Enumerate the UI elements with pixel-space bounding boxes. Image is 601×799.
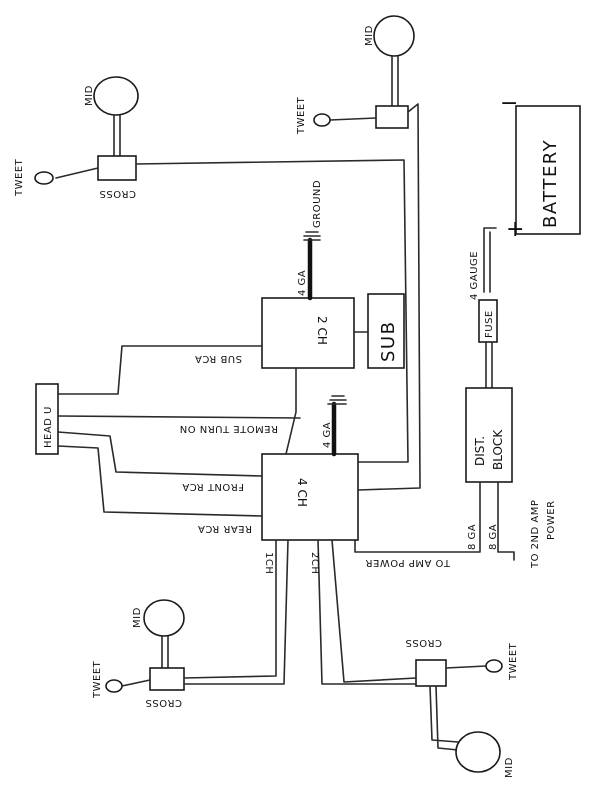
top-right-mid-lead [391, 55, 399, 107]
bottom-left-cross-label: CROSS [145, 697, 182, 708]
sub-label: SUB [378, 321, 399, 362]
bottom-left-mid-label: MID [132, 607, 143, 628]
sub-rca-wire [57, 345, 263, 395]
two-channel-amp [261, 297, 355, 369]
ch1-label: 1CH [263, 552, 274, 574]
dist-block-label-2: BLOCK [491, 429, 505, 470]
front-right-speaker-wire [357, 103, 421, 491]
bottom-left-mid-lead [161, 635, 169, 669]
top-right-crossover [375, 105, 409, 129]
top-left-tweeter [34, 171, 54, 185]
battery-negative-sign: − [500, 91, 518, 116]
distribution-block [465, 387, 513, 483]
bottom-right-cross-label: CROSS [405, 637, 442, 648]
remote-turn-on-wire [57, 415, 301, 419]
bottom-left-tweeter-lead [121, 679, 151, 687]
to-second-amp-label-2: POWER [546, 500, 557, 540]
front-rca-wire [57, 431, 263, 477]
two-channel-amp-label: 2 CH [315, 316, 329, 345]
bottom-right-mid-label: MID [504, 757, 515, 778]
eight-ga-label-a: 8 GA [467, 524, 478, 550]
bottom-right-mid-speaker [455, 731, 501, 773]
rear-rca-label: REAR RCA [197, 523, 252, 534]
bottom-right-tweeter [485, 659, 503, 673]
sub-box [367, 293, 405, 369]
top-left-tweet-label: TWEET [14, 158, 25, 197]
second-amp-power-wire [497, 481, 515, 561]
rear-left-speaker-wire [183, 539, 277, 679]
remote-turn-on-label: REMOTE TURN ON [179, 423, 278, 434]
rear-rca-wire [57, 445, 263, 517]
top-left-tweeter-lead [55, 167, 99, 179]
bottom-left-crossover [149, 667, 185, 691]
ground-label: GROUND [312, 180, 323, 228]
top-right-mid-label: MID [364, 25, 375, 46]
four-ch-ground-symbol [327, 395, 347, 405]
four-gauge-label: 4 GAUGE [469, 251, 480, 300]
top-right-mid-speaker [373, 15, 415, 57]
rear-left-speaker-wire-2 [183, 539, 289, 685]
amp-power-wire [354, 481, 481, 553]
bottom-right-tweeter-lead [445, 665, 487, 669]
top-left-mid-lead [113, 114, 121, 157]
front-left-speaker-wire [135, 159, 409, 463]
bottom-left-tweeter [105, 679, 123, 693]
dist-block-label-1: DIST. [473, 436, 487, 466]
head-unit [35, 383, 59, 455]
battery-label: BATTERY [540, 139, 561, 228]
fuse-label: FUSE [484, 310, 495, 338]
battery-power-wire [483, 227, 497, 293]
to-amp-power-label: TO AMP POWER [365, 557, 451, 568]
top-right-tweeter-lead [329, 117, 377, 121]
ch2-label: 2CH [309, 552, 320, 574]
bottom-right-mid-lead [429, 685, 459, 751]
eight-ga-label-b: 8 GA [488, 524, 499, 550]
top-right-tweet-label: TWEET [296, 96, 307, 135]
four-ga-mid-label: 4 GA [322, 422, 333, 448]
bottom-right-crossover [415, 659, 447, 687]
to-second-amp-label-1: TO 2ND AMP [530, 500, 541, 569]
rear-right-speaker-wire [317, 539, 417, 685]
top-left-mid-speaker [93, 76, 139, 116]
fuse-box [478, 299, 498, 343]
top-left-crossover [97, 155, 137, 181]
top-left-mid-label: MID [84, 85, 95, 106]
four-channel-amp [261, 453, 359, 541]
head-unit-label: HEAD U [43, 406, 54, 448]
amp-remote-link [285, 367, 297, 455]
four-ga-top-label: 4 GA [297, 270, 308, 296]
top-right-tweeter [313, 113, 331, 127]
rear-right-speaker-wire-2 [331, 539, 417, 683]
top-left-cross-label: CROSS [99, 188, 136, 199]
front-rca-label: FRONT RCA [182, 481, 244, 492]
four-channel-amp-label: 4 CH [295, 478, 309, 507]
bottom-right-tweet-label: TWEET [508, 642, 519, 681]
two-ch-ground-symbol [303, 231, 321, 241]
battery-box [515, 105, 581, 235]
bottom-left-tweet-label: TWEET [92, 660, 103, 699]
sub-rca-label: SUB RCA [195, 353, 242, 364]
bottom-left-mid-speaker [143, 599, 185, 637]
battery-positive-sign: + [506, 217, 524, 242]
